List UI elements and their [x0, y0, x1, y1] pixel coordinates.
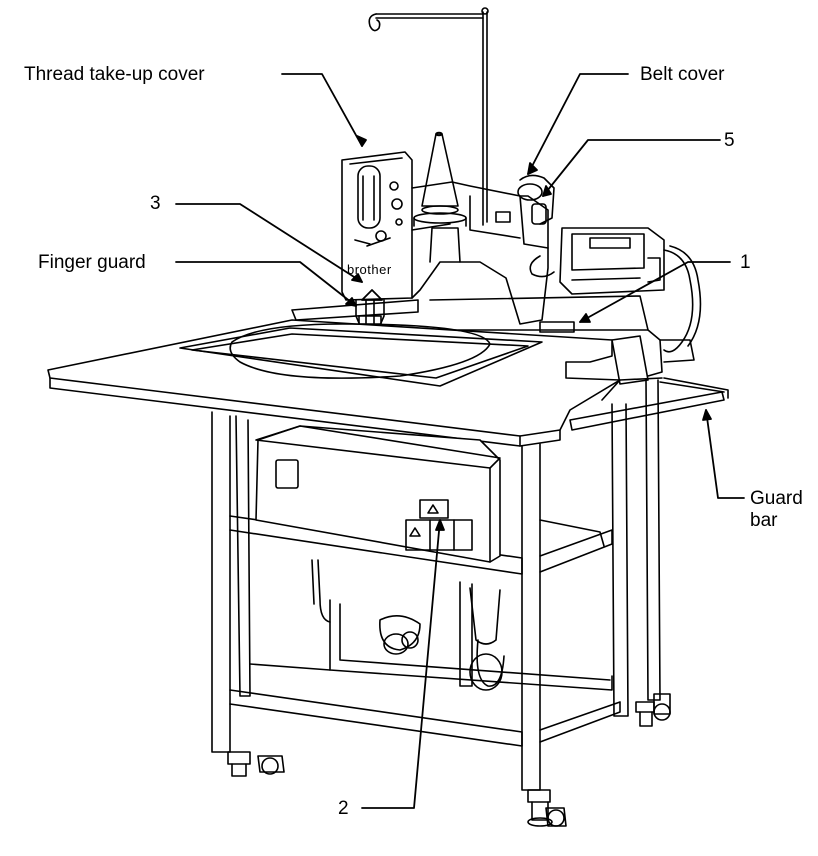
control-box — [255, 425, 501, 563]
leader-2 — [361, 519, 441, 809]
guard-bar — [569, 377, 729, 431]
label-3: 3 — [150, 193, 161, 214]
label-1: 1 — [740, 252, 751, 273]
label-guard-bar-line1: Guard — [750, 488, 803, 509]
leader-finger-guard — [175, 261, 357, 307]
label-belt-cover: Belt cover — [640, 64, 725, 85]
casters — [227, 693, 671, 827]
thread-stand — [368, 7, 489, 226]
label-5: 5 — [724, 130, 735, 151]
leader-thread-take-up-cover — [281, 73, 363, 147]
label-finger-guard: Finger guard — [38, 252, 146, 273]
leader-belt-cover — [527, 73, 629, 175]
leader-5 — [542, 139, 721, 197]
table-top — [47, 319, 621, 447]
work-clamp — [179, 323, 543, 387]
leader-guard-bar — [705, 409, 745, 499]
leader-3 — [175, 203, 363, 283]
treadle-assembly — [311, 559, 505, 691]
control-panel — [529, 227, 702, 353]
leader-lines — [175, 73, 745, 809]
label-thread-take-up-cover: Thread take-up cover — [24, 64, 205, 85]
thread-cone — [413, 131, 467, 227]
label-2: 2 — [338, 798, 349, 819]
machine-arm — [341, 151, 555, 325]
leader-1 — [579, 261, 731, 323]
label-guard-bar-line2: bar — [750, 510, 778, 531]
xy-carriage — [291, 295, 695, 385]
machine-brand-text: brother — [347, 262, 392, 277]
